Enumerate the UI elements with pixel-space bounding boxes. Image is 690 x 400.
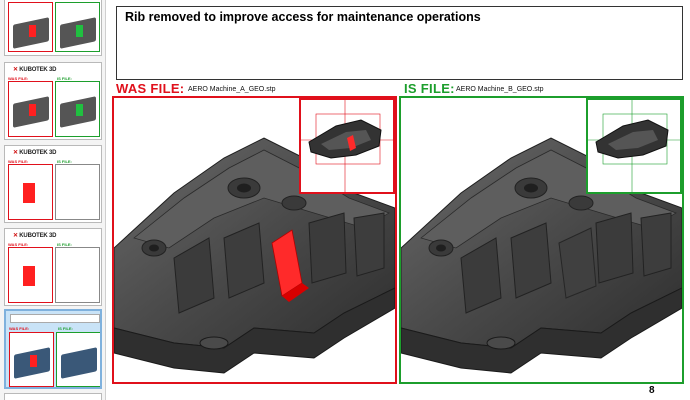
- thumbnail-is-label: IS FILE:: [57, 242, 72, 247]
- was-overview-image: [301, 100, 393, 192]
- slide-thumbnail[interactable]: ✕ KUBOTEK 3D WAS FILE: IS FILE:: [4, 145, 102, 223]
- was-file-label: WAS FILE:: [116, 81, 185, 96]
- thumbnail-was-panel: [8, 164, 53, 220]
- thumbnail-was-panel: [8, 2, 53, 52]
- thumbnail-highlight: [29, 25, 36, 37]
- slide-thumbnail[interactable]: ✕ KUBOTEK 3D WAS FILE: IS FILE:: [4, 62, 102, 140]
- thumbnail-was-panel: [8, 247, 53, 303]
- slide-thumbnail[interactable]: [4, 393, 102, 400]
- thumbnail-highlight: [76, 104, 83, 116]
- thumbnail-model-image: [61, 347, 97, 379]
- page-number: 8: [649, 385, 655, 396]
- is-model-view[interactable]: [399, 96, 684, 384]
- thumbnail-is-panel: [56, 332, 100, 387]
- thumbnail-logo: ✕ KUBOTEK 3D: [13, 233, 57, 239]
- thumbnail-title-box: [10, 314, 100, 323]
- thumbnail-highlight: [76, 25, 83, 37]
- thumbnail-highlight: [30, 355, 37, 367]
- thumbnail-is-label: IS FILE:: [57, 76, 72, 81]
- is-file-label: IS FILE:: [404, 81, 455, 96]
- thumbnail-logo: ✕ KUBOTEK 3D: [13, 67, 57, 73]
- thumbnail-was-label: WAS FILE:: [8, 76, 29, 81]
- thumbnail-is-panel: [55, 81, 100, 137]
- inset-rib-highlight: [347, 135, 356, 151]
- slide-thumbnail[interactable]: ✕ KUBOTEK 3D WAS FILE: IS FILE:: [4, 228, 102, 306]
- is-file-name: AERO Machine_B_GEO.stp: [456, 86, 544, 93]
- thumbnail-highlight: [23, 266, 35, 286]
- slide-canvas: Rib removed to improve access for mainte…: [106, 0, 690, 400]
- thumbnail-was-label: WAS FILE:: [8, 159, 29, 164]
- slide-thumbnail-selected[interactable]: WAS FILE: IS FILE:: [4, 309, 102, 389]
- slide-thumbnail-panel[interactable]: ✕ KUBOTEK 3D WAS FILE: IS FILE: ✕ KUBOTE…: [0, 0, 106, 400]
- was-model-view[interactable]: [112, 96, 397, 384]
- thumbnail-was-label: WAS FILE:: [9, 326, 30, 331]
- slide-title-box[interactable]: Rib removed to improve access for mainte…: [116, 6, 683, 80]
- thumbnail-was-panel: [8, 81, 53, 137]
- is-overview-inset[interactable]: [586, 98, 682, 194]
- thumbnail-is-panel: [55, 2, 100, 52]
- thumbnail-was-label: WAS FILE:: [8, 242, 29, 247]
- thumbnail-highlight: [23, 183, 35, 203]
- thumbnail-is-label: IS FILE:: [57, 159, 72, 164]
- was-file-name: AERO Machine_A_GEO.stp: [188, 86, 276, 93]
- thumbnail-is-panel: [55, 164, 100, 220]
- thumbnail-highlight: [29, 104, 36, 116]
- thumbnail-logo: ✕ KUBOTEK 3D: [13, 150, 57, 156]
- thumbnail-is-label: IS FILE:: [58, 326, 73, 331]
- thumbnail-is-panel: [55, 247, 100, 303]
- was-model-image: [114, 137, 395, 374]
- slide-title: Rib removed to improve access for mainte…: [125, 10, 481, 24]
- is-overview-image: [588, 100, 680, 192]
- was-overview-inset[interactable]: [299, 98, 395, 194]
- thumbnail-was-panel: [9, 332, 54, 387]
- slide-thumbnail[interactable]: [4, 0, 102, 56]
